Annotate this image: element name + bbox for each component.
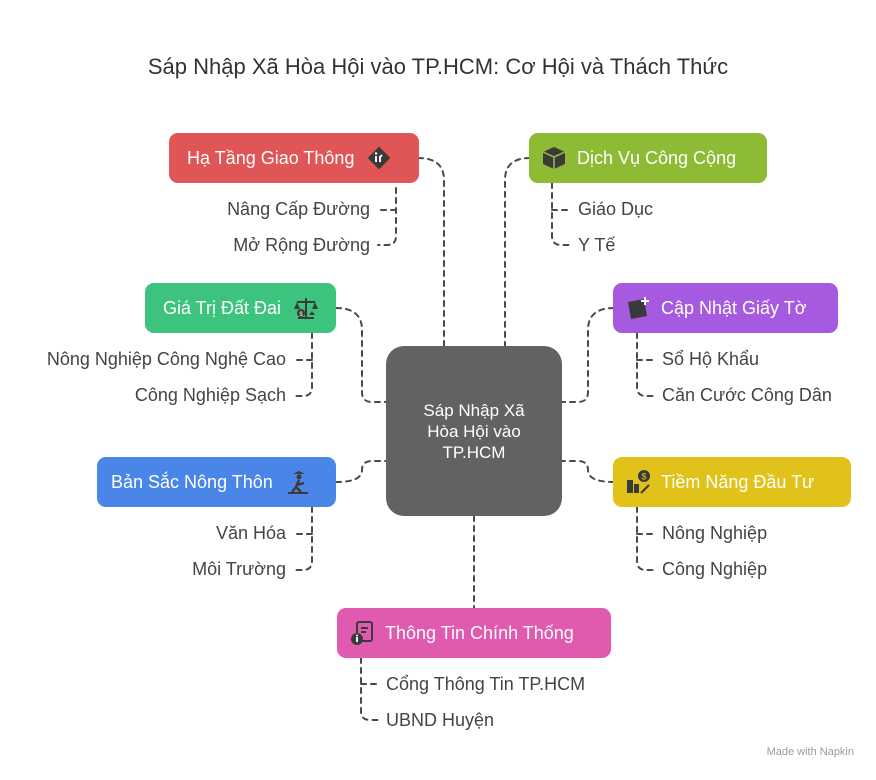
item-nong-nghiep-cong-nghe-cao: Nông Nghiệp Công Nghệ Cao: [46, 349, 286, 369]
item-giao-duc: Giáo Dục: [578, 199, 654, 219]
item-so-ho-khau: Sổ Hộ Khẩu: [662, 349, 760, 369]
topic-label: Cập Nhật Giấy Tờ: [661, 297, 807, 318]
farmer-icon: [283, 467, 313, 497]
topic-label: Thông Tin Chính Thống: [385, 622, 574, 643]
item-nang-cap-duong: Nâng Cấp Đường: [227, 199, 370, 219]
scale-icon: $: [291, 293, 321, 323]
topic-label: Dịch Vụ Công Cộng: [577, 147, 737, 168]
svg-text:$: $: [299, 312, 303, 318]
watermark-text: Made with Napkin: [766, 746, 854, 758]
item-ubnd-huyen: UBND Huyện: [386, 710, 495, 730]
center-node: Sáp Nhập Xã Hòa Hội vào TP.HCM: [386, 346, 562, 516]
item-moi-truong: Môi Trường: [192, 559, 286, 579]
diagram-title: Sáp Nhập Xã Hòa Hội vào TP.HCM: Cơ Hội v…: [147, 54, 729, 79]
topic-label: Hạ Tầng Giao Thông: [187, 147, 355, 168]
info-document-icon: [347, 618, 377, 648]
item-y-te: Y Tế: [578, 235, 616, 255]
topic-label: Giá Trị Đất Đai: [163, 297, 282, 318]
road-sign-icon: [364, 143, 394, 173]
watermark: Made with Napkin: [767, 746, 854, 758]
item-cong-nghiep: Công Nghiệp: [662, 559, 768, 579]
svg-text:$: $: [641, 472, 646, 482]
item-can-cuoc-cong-dan: Căn Cước Công Dân: [662, 385, 832, 405]
document-add-icon: [623, 293, 653, 323]
item-cong-nghiep-sach: Công Nghiệp Sạch: [134, 385, 286, 405]
topic-label: Bản Sắc Nông Thôn: [111, 471, 273, 492]
topic-thong-tin-chinh-thong: Thông Tin Chính Thống: [337, 608, 611, 658]
item-mo-rong-duong: Mở Rộng Đường: [233, 235, 370, 255]
item-van-hoa: Văn Hóa: [215, 523, 286, 543]
topic-gia-tri-dat-dai: Giá Trị Đất Đai $: [145, 283, 336, 333]
box-icon: [539, 143, 569, 173]
topic-ha-tang-giao-thong: Hạ Tầng Giao Thông: [169, 133, 419, 183]
topic-label: Tiềm Năng Đầu Tư: [661, 471, 815, 492]
center-label: Sáp Nhập Xã Hòa Hội vào TP.HCM: [423, 400, 525, 462]
item-nong-nghiep: Nông Nghiệp: [662, 523, 768, 543]
topic-tiem-nang-dau-tu: $ Tiềm Năng Đầu Tư: [613, 457, 851, 507]
topic-cap-nhat-giay-to: Cập Nhật Giấy Tờ: [613, 283, 838, 333]
topic-dich-vu-cong-cong: Dịch Vụ Công Cộng: [529, 133, 767, 183]
item-cong-thong-tin-tphcm: Cổng Thông Tin TP.HCM: [386, 674, 586, 694]
topic-ban-sac-nong-thon: Bản Sắc Nông Thôn: [97, 457, 336, 507]
investment-icon: $: [623, 467, 653, 497]
